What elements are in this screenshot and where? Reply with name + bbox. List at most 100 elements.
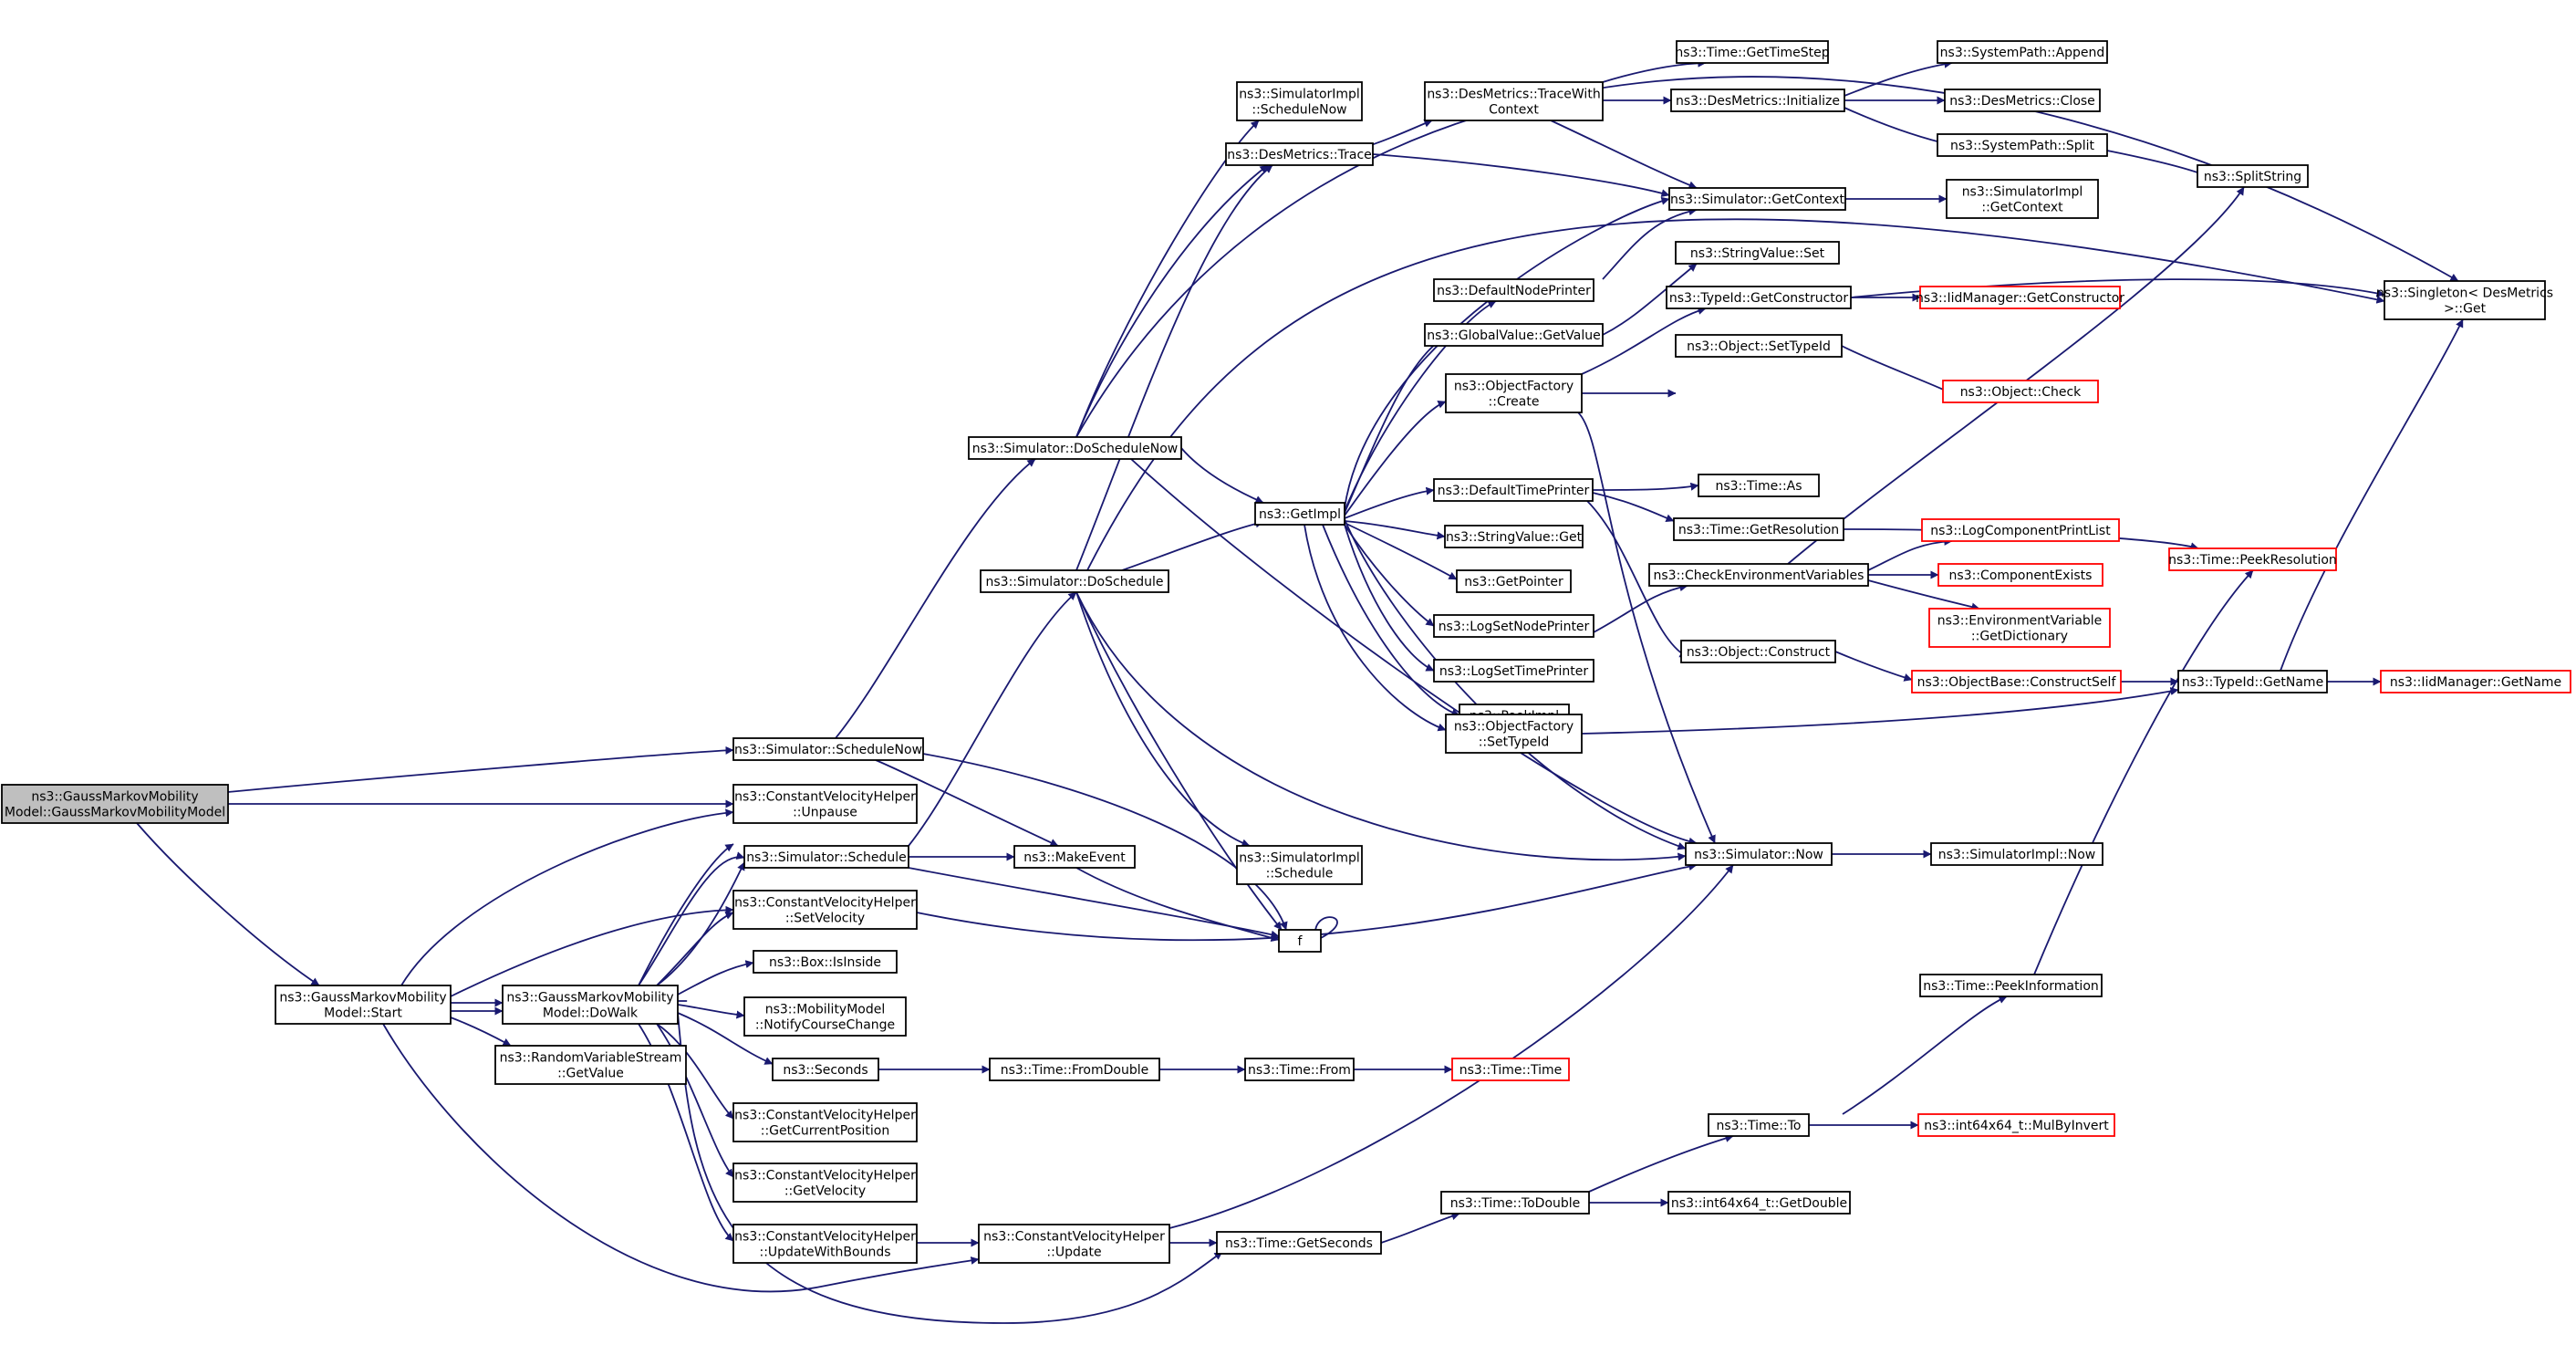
node-objConstruct[interactable]: ns3::Object::Construct <box>1680 640 1836 663</box>
node-spAppend[interactable]: ns3::SystemPath::Append <box>1937 40 2108 64</box>
node-label: ns3::ConstantVelocityHelper <box>983 1230 1165 1245</box>
node-gmDoWalk[interactable]: ns3::GaussMarkovMobilityModel::DoWalk <box>502 985 679 1025</box>
node-ofSetTypeId[interactable]: ns3::ObjectFactory::SetTypeId <box>1445 714 1583 754</box>
node-timeGetRes[interactable]: ns3::Time::GetResolution <box>1673 517 1844 541</box>
node-logCompPrint[interactable]: ns3::LogComponentPrintList <box>1921 518 2120 542</box>
node-cvhSetVel[interactable]: ns3::ConstantVelocityHelper::SetVelocity <box>732 890 918 930</box>
node-i64GetDouble[interactable]: ns3::int64x64_t::GetDouble <box>1667 1191 1851 1215</box>
node-makeEvent[interactable]: ns3::MakeEvent <box>1013 845 1136 869</box>
call-edge <box>1581 687 2179 735</box>
node-doSchedNow[interactable]: ns3::Simulator::DoScheduleNow <box>968 436 1182 460</box>
node-simSchedule[interactable]: ns3::Simulator::Schedule <box>743 845 909 869</box>
node-spSplit[interactable]: ns3::SystemPath::Split <box>1937 133 2108 157</box>
node-cvhGetVel[interactable]: ns3::ConstantVelocityHelper::GetVelocity <box>732 1163 918 1203</box>
node-schedNow[interactable]: ns3::Simulator::ScheduleNow <box>732 737 924 761</box>
node-timeFrom[interactable]: ns3::Time::From <box>1244 1058 1355 1081</box>
node-iidGetCtor[interactable]: ns3::IidManager::GetConstructor <box>1916 286 2124 309</box>
node-simImplGetCtx[interactable]: ns3::SimulatorImpl::GetContext <box>1946 179 2099 219</box>
node-simNow[interactable]: ns3::Simulator::Now <box>1685 842 1833 866</box>
node-defTimePrinter[interactable]: ns3::DefaultTimePrinter <box>1433 478 1594 502</box>
node-splitString[interactable]: ns3::SplitString <box>2197 164 2309 188</box>
node-box <box>1670 89 1845 112</box>
node-doSchedule[interactable]: ns3::Simulator::DoSchedule <box>980 569 1169 593</box>
call-edge <box>1075 867 1280 943</box>
node-box <box>1236 81 1363 121</box>
node-getPointer[interactable]: ns3::GetPointer <box>1456 569 1572 593</box>
node-simImplNow[interactable]: ns3::SimulatorImpl::Now <box>1930 842 2103 866</box>
node-cvhUnpause[interactable]: ns3::ConstantVelocityHelper::Unpause <box>732 784 918 824</box>
call-edge <box>1075 164 1269 438</box>
node-timeToDouble[interactable]: ns3::Time::ToDouble <box>1440 1191 1590 1215</box>
node-box <box>1676 40 1829 64</box>
node-compExists[interactable]: ns3::ComponentExists <box>1937 563 2103 587</box>
node-ofCreate[interactable]: ns3::ObjectFactory::Create <box>1445 373 1583 413</box>
node-tidGetName[interactable]: ns3::TypeId::GetName <box>2177 670 2328 693</box>
node-timeGetTimeStep[interactable]: ns3::Time::GetTimeStep <box>1675 40 1830 64</box>
node-label: ns3::Simulator::ScheduleNow <box>734 743 922 757</box>
call-edge <box>1867 579 1980 611</box>
node-label: Model::DoWalk <box>543 1006 639 1021</box>
node-label: ::SetVelocity <box>785 912 865 926</box>
node-seconds[interactable]: ns3::Seconds <box>772 1058 879 1081</box>
node-label: ns3::int64x64_t::GetDouble <box>1671 1196 1847 1211</box>
node-timeAs[interactable]: ns3::Time::As <box>1698 474 1820 497</box>
node-box <box>1944 89 2101 112</box>
node-simImplSchedule[interactable]: ns3::SimulatorImpl::Schedule <box>1236 845 1363 885</box>
node-rvsGetValue[interactable]: ns3::RandomVariableStream::GetValue <box>494 1045 687 1085</box>
node-i64MulByInvert[interactable]: ns3::int64x64_t::MulByInvert <box>1917 1113 2115 1137</box>
node-checkEnv[interactable]: ns3::CheckEnvironmentVariables <box>1648 563 1869 587</box>
call-edge <box>1344 518 1687 850</box>
node-timePeekInfo[interactable]: ns3::Time::PeekInformation <box>1919 974 2103 997</box>
node-box <box>1666 286 1852 309</box>
node-label: ns3::DesMetrics::TraceWith <box>1427 88 1600 102</box>
node-desTrace[interactable]: ns3::DesMetrics::Trace <box>1225 142 1374 166</box>
node-label: ns3::DesMetrics::Close <box>1949 94 2095 109</box>
node-svSet[interactable]: ns3::StringValue::Set <box>1675 241 1840 265</box>
call-edge <box>908 867 1280 939</box>
node-logSetNode[interactable]: ns3::LogSetNodePrinter <box>1433 614 1594 638</box>
node-label: ns3::ComponentExists <box>1949 568 2093 583</box>
node-boxInside[interactable]: ns3::Box::IsInside <box>753 950 898 974</box>
node-objCheck[interactable]: ns3::Object::Check <box>1942 380 2099 403</box>
node-simGetContext[interactable]: ns3::Simulator::GetContext <box>1668 187 1846 211</box>
node-gvGetValue[interactable]: ns3::GlobalValue::GetValue <box>1424 323 1604 347</box>
call-edge <box>1075 591 1251 848</box>
node-objBaseCS[interactable]: ns3::ObjectBase::ConstructSelf <box>1911 670 2122 693</box>
node-gmStart[interactable]: ns3::GaussMarkovMobilityModel::Start <box>275 985 452 1025</box>
node-simImplSchedNow[interactable]: ns3::SimulatorImpl::ScheduleNow <box>1236 81 1363 121</box>
node-singletonGet[interactable]: ns3::Singleton< DesMetrics >::Get <box>2376 280 2553 320</box>
node-desInit[interactable]: ns3::DesMetrics::Initialize <box>1670 89 1845 112</box>
node-envGetDict[interactable]: ns3::EnvironmentVariable::GetDictionary <box>1928 608 2111 648</box>
node-timeFromDouble[interactable]: ns3::Time::FromDouble <box>989 1058 1160 1081</box>
node-label: ns3::GaussMarkovMobility <box>506 991 673 1006</box>
node-notifyCC[interactable]: ns3::MobilityModel::NotifyCourseChange <box>743 996 907 1037</box>
node-f[interactable]: f <box>1278 929 1322 953</box>
node-label: ns3::Simulator::GetContext <box>1670 193 1845 207</box>
node-tidGetCtor[interactable]: ns3::TypeId::GetConstructor <box>1666 286 1852 309</box>
node-timeTime[interactable]: ns3::Time::Time <box>1451 1058 1570 1081</box>
node-getImpl[interactable]: ns3::GetImpl <box>1254 502 1345 526</box>
node-desClose[interactable]: ns3::DesMetrics::Close <box>1944 89 2101 112</box>
node-label: ns3::Object::Construct <box>1687 645 1831 660</box>
node-cvhGetPos[interactable]: ns3::ConstantVelocityHelper::GetCurrentP… <box>732 1102 918 1142</box>
call-edge <box>1169 864 1734 1229</box>
node-label: ns3::Time::ToDouble <box>1450 1196 1581 1211</box>
node-svGet[interactable]: ns3::StringValue::Get <box>1444 525 1584 548</box>
node-box <box>732 737 924 761</box>
node-timeGetSeconds[interactable]: ns3::Time::GetSeconds <box>1216 1231 1382 1255</box>
node-root[interactable]: ns3::GaussMarkovMobilityModel::GaussMark… <box>1 784 229 824</box>
node-logSetTime[interactable]: ns3::LogSetTimePrinter <box>1433 659 1594 683</box>
node-iidGetName[interactable]: ns3::IidManager::GetName <box>2380 670 2571 693</box>
node-timePeekRes[interactable]: ns3::Time::PeekResolution <box>2168 547 2337 571</box>
call-edge <box>908 591 1077 847</box>
node-label: ns3::GaussMarkovMobility <box>31 790 198 805</box>
node-label: ns3::GetPointer <box>1464 575 1563 589</box>
node-label: ns3::SplitString <box>2204 170 2301 184</box>
node-defNodePrinter[interactable]: ns3::DefaultNodePrinter <box>1433 278 1594 302</box>
node-cvhUpdate[interactable]: ns3::ConstantVelocityHelper::Update <box>978 1224 1170 1264</box>
node-timeTo[interactable]: ns3::Time::To <box>1708 1113 1810 1137</box>
node-cvhUWB[interactable]: ns3::ConstantVelocityHelper::UpdateWithB… <box>732 1224 918 1264</box>
node-box <box>743 845 909 869</box>
node-objSetTypeId[interactable]: ns3::Object::SetTypeId <box>1675 334 1843 358</box>
